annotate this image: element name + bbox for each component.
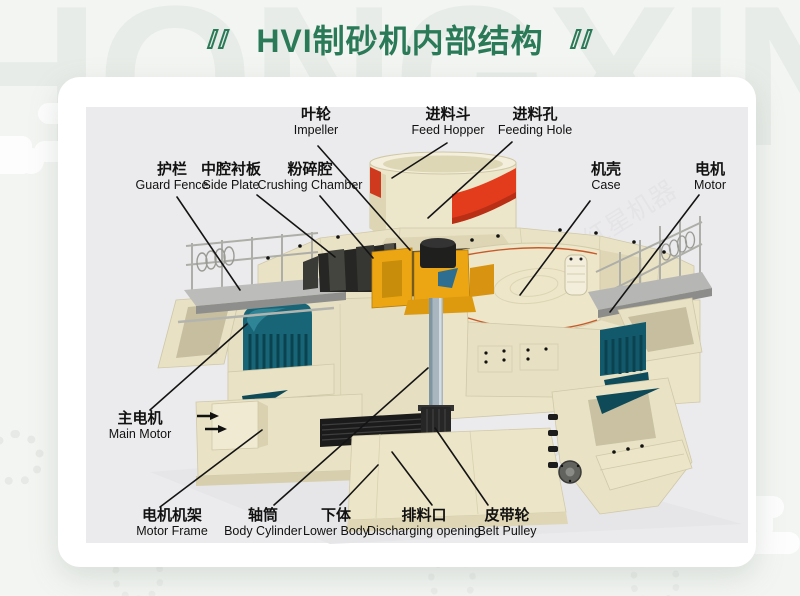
label-motor-frame: 电机机架 Motor Frame [136,507,208,538]
decorative-shape [18,148,44,174]
label-zh: 中腔衬板 [200,161,262,178]
label-feeding-hole: 进料孔 Feeding Hole [497,106,573,137]
label-guard-fence: 护栏 Guard Fence [135,161,209,192]
label-zh: 排料口 [401,507,447,524]
label-en: Motor [694,177,726,192]
label-zh: 叶轮 [300,106,331,123]
label-en: Motor Frame [136,523,208,538]
label-en: Body Cylinder [224,523,302,538]
header: HVI制砂机内部结构 [0,13,800,65]
label-impeller: 叶轮 Impeller [293,106,339,137]
label-zh: 皮带轮 [484,507,530,524]
brand-stamp-watermark [0,430,44,486]
label-en: Guard Fence [135,177,209,192]
page-title: HVI制砂机内部结构 [256,23,544,59]
label-zh: 机壳 [590,161,622,178]
label-zh: 电机机架 [141,507,203,524]
close-quote-icon [569,29,593,49]
label-crushing-chamber: 粉碎腔 Crushing Chamber [257,161,363,192]
label-feed-hopper: 进料斗 Feed Hopper [411,106,485,137]
label-zh: 主电机 [117,410,163,427]
label-en: Crushing Chamber [257,177,363,192]
label-en: Belt Pulley [477,523,537,538]
label-en: Lower Body [302,523,370,538]
label-discharging-opening: 排料口 Discharging opening [367,507,481,538]
label-belt-pulley: 皮带轮 Belt Pulley [477,507,537,538]
decorative-shape [756,511,773,537]
label-zh: 轴筒 [247,507,279,524]
label-en: Discharging opening [367,523,481,538]
label-zh: 电机 [694,161,726,178]
label-en: Case [591,177,621,192]
open-quote-icon [206,29,231,49]
label-en: Feeding Hole [497,122,573,137]
label-lower-body: 下体 Lower Body [302,507,370,538]
label-en: Side Plate [202,177,260,192]
label-side-plate: 中腔衬板 Side Plate [200,161,262,192]
label-en: Main Motor [108,426,172,441]
label-zh: 护栏 [156,161,187,178]
label-zh: 粉碎腔 [287,161,333,178]
label-zh: 进料孔 [512,106,558,123]
label-en: Feed Hopper [411,122,485,137]
label-main-motor: 主电机 Main Motor [108,410,172,441]
label-zh: 下体 [320,507,352,524]
label-motor: 电机 Motor [694,161,726,192]
label-body-cylinder: 轴筒 Body Cylinder [224,507,302,538]
label-en: Impeller [293,122,339,137]
label-case: 机壳 Case [590,161,622,192]
label-zh: 进料斗 [425,106,471,123]
